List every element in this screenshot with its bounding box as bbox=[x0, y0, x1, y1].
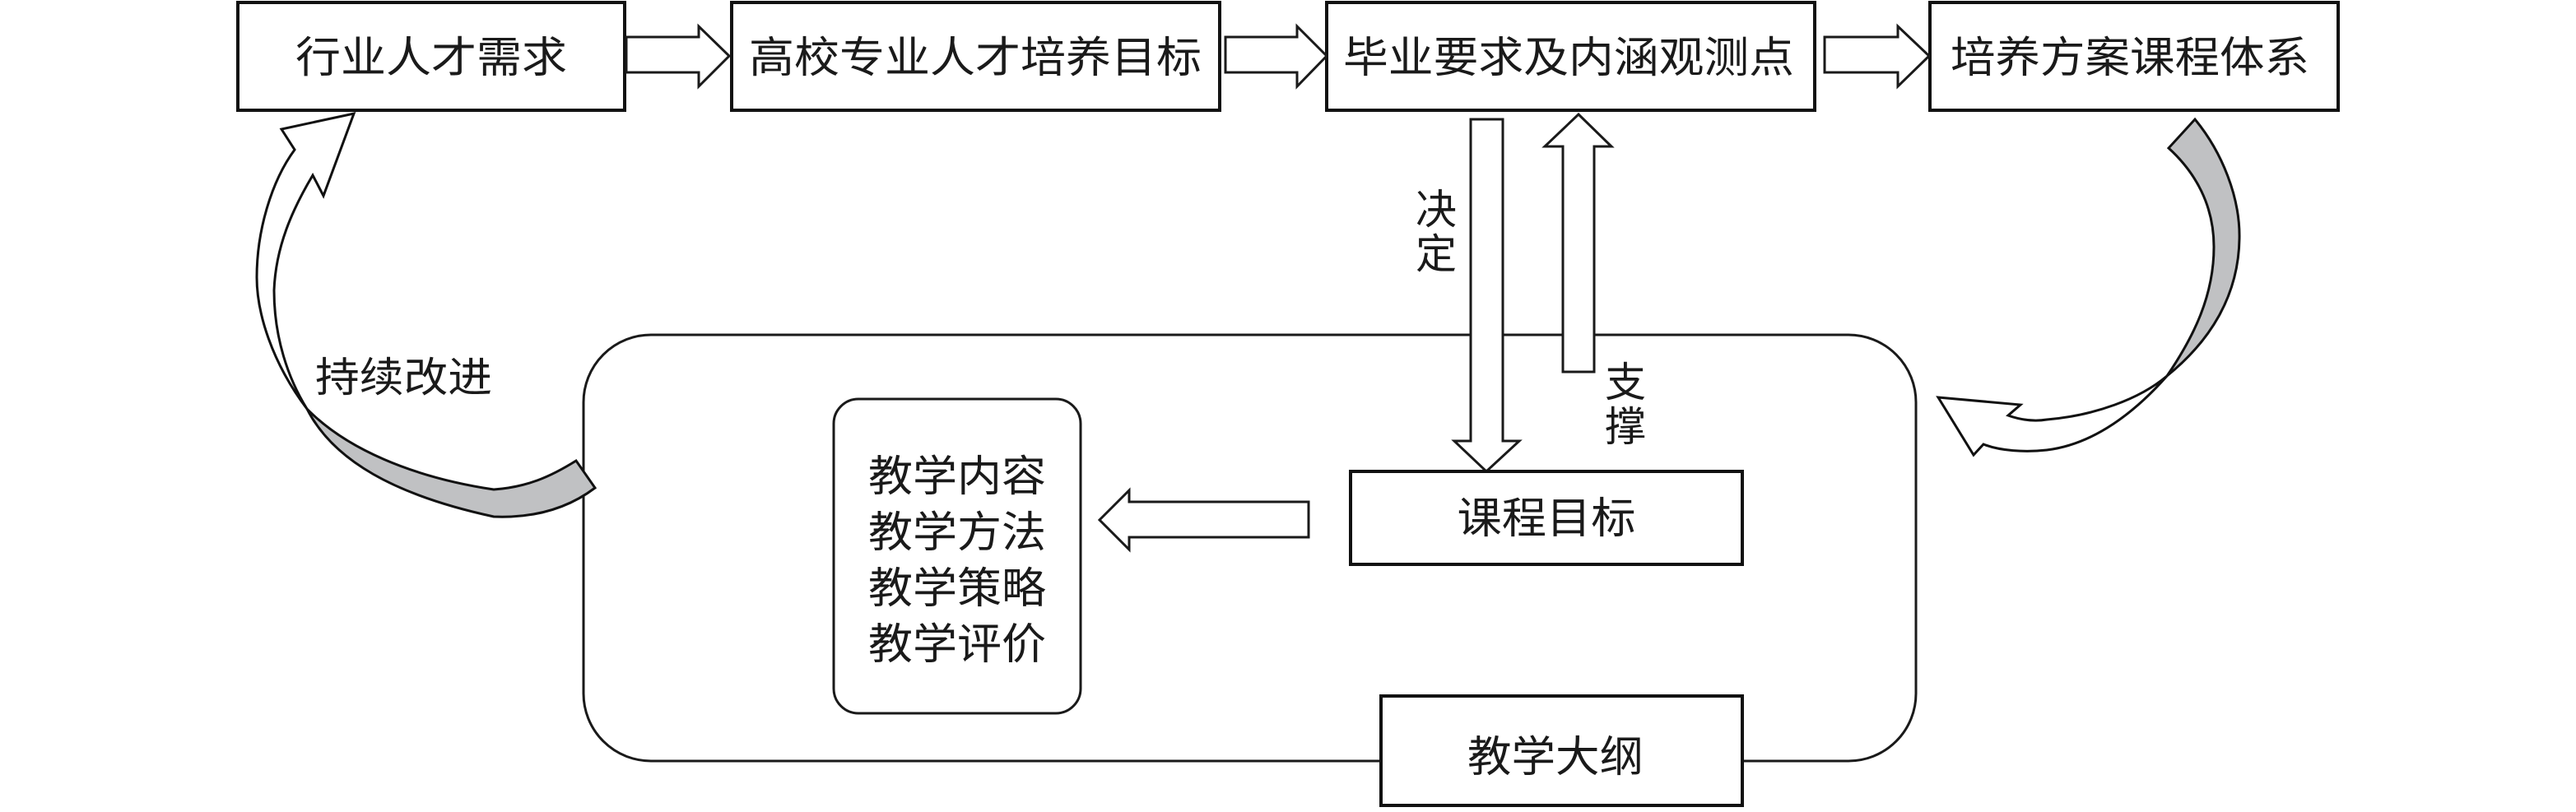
flow-arrow-2 bbox=[1224, 23, 1329, 90]
graduation-requirements-label: 毕业要求及内涵观测点 bbox=[1343, 34, 1794, 83]
curriculum-system-label: 培养方案课程体系 bbox=[1951, 34, 2309, 83]
continuous-improvement-arrow-tail bbox=[305, 407, 598, 518]
decide-label-char-1: 决 bbox=[1416, 186, 1457, 234]
support-label-char-1: 支 bbox=[1605, 359, 1646, 406]
teaching-item-evaluation: 教学评价 bbox=[868, 620, 1046, 670]
decide-arrow bbox=[1451, 118, 1523, 474]
curriculum-arrow-head bbox=[1936, 374, 2169, 457]
syllabus-box bbox=[1379, 694, 1744, 807]
decide-label-char-2: 定 bbox=[1416, 230, 1457, 278]
continuous-improvement-arrow bbox=[255, 111, 598, 518]
curriculum-arrow-tail bbox=[2165, 117, 2241, 378]
objectives-to-teaching-arrow bbox=[1097, 487, 1310, 553]
continuous-improvement-label: 持续改进 bbox=[315, 354, 492, 401]
curriculum-to-syllabus-arrow bbox=[1936, 117, 2241, 457]
teaching-item-method: 教学方法 bbox=[868, 508, 1046, 558]
teaching-item-content: 教学内容 bbox=[868, 452, 1046, 502]
support-arrow bbox=[1541, 112, 1615, 374]
university-talent-goal-box bbox=[730, 1, 1221, 112]
industry-talent-demand-label: 行业人才需求 bbox=[295, 34, 567, 83]
continuous-improvement-arrow-head bbox=[255, 111, 356, 410]
support-label-char-2: 撑 bbox=[1605, 403, 1646, 451]
flow-arrow-3 bbox=[1823, 23, 1932, 90]
curriculum-system-box bbox=[1928, 1, 2340, 112]
teaching-items-box bbox=[832, 397, 1082, 715]
flow-arrow-1 bbox=[625, 23, 732, 90]
graduation-requirements-box bbox=[1325, 1, 1816, 112]
course-objectives-box bbox=[1349, 470, 1744, 566]
university-talent-goal-label: 高校专业人才培养目标 bbox=[749, 34, 1202, 83]
syllabus-label: 教学大纲 bbox=[1467, 733, 1644, 782]
industry-talent-demand-box bbox=[236, 1, 626, 112]
teaching-item-strategy: 教学策略 bbox=[868, 564, 1046, 614]
course-objectives-label: 课程目标 bbox=[1458, 494, 1636, 544]
